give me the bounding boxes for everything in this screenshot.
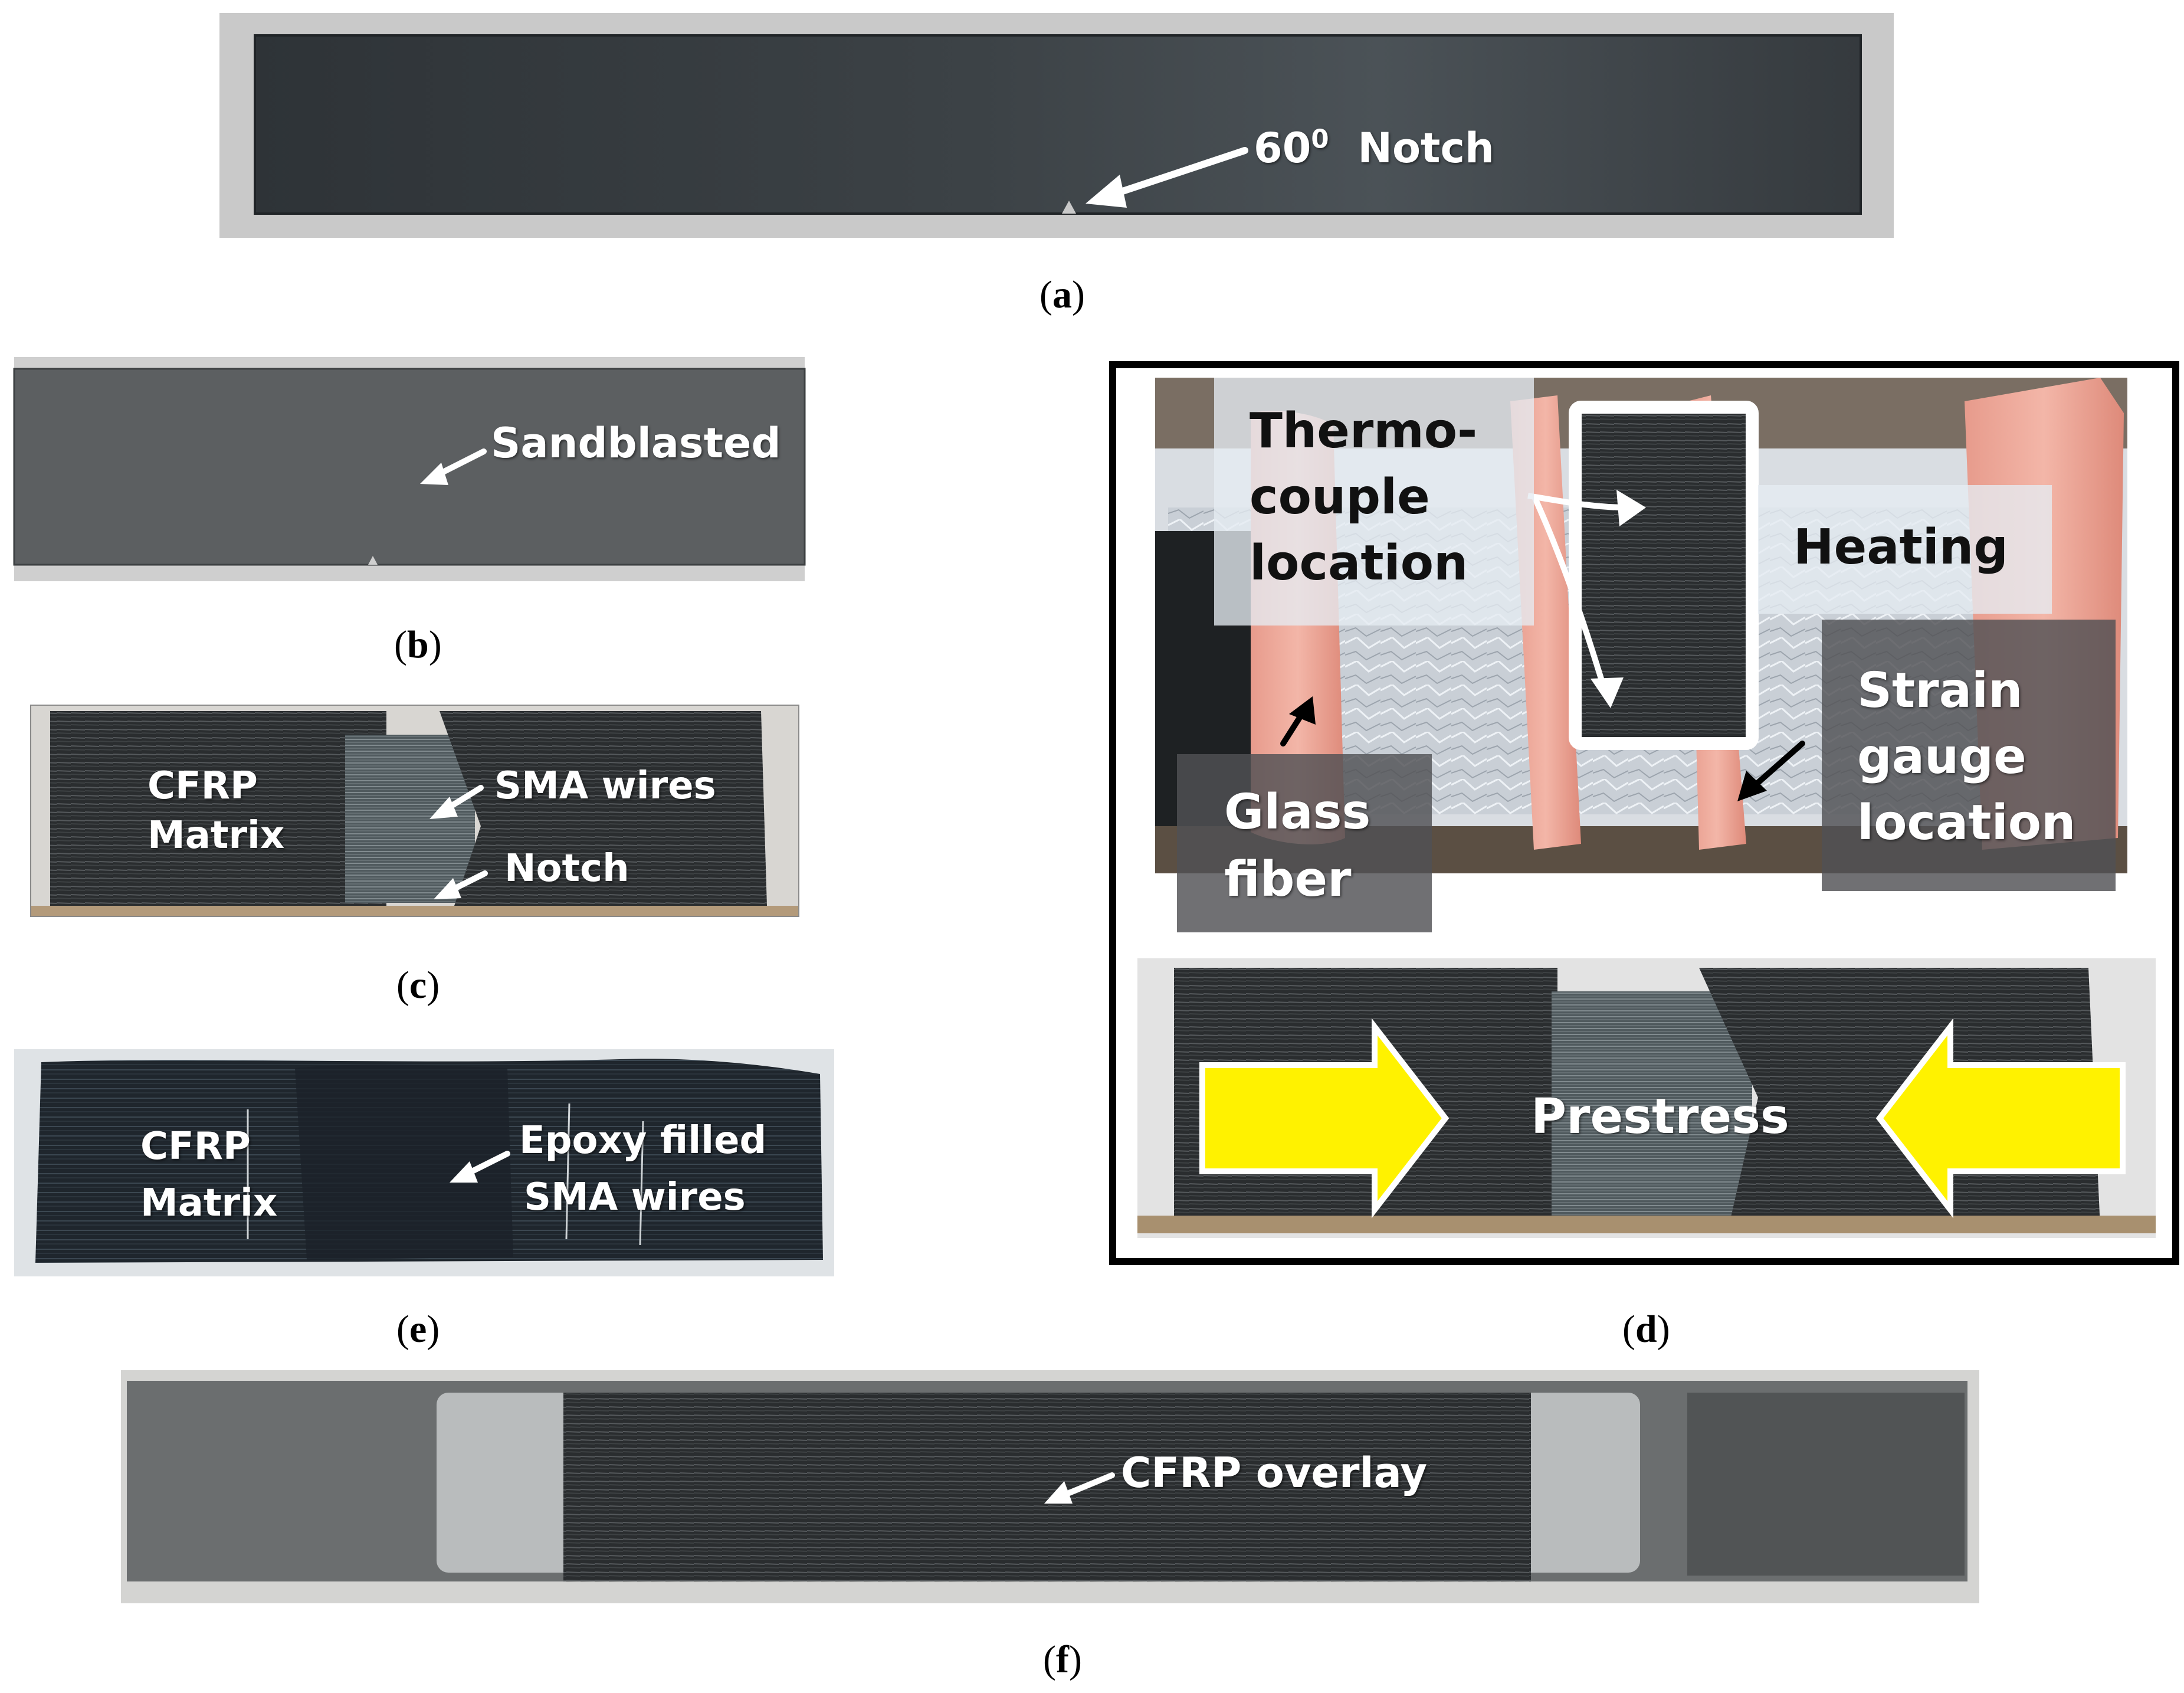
caption-b: (b)	[394, 623, 442, 666]
notch-arrow-a	[1086, 147, 1248, 208]
thermocouple-label-box	[1214, 378, 1534, 626]
panel-d-heating-label: Heating	[1793, 519, 2008, 575]
glass-fiber-label-box	[1177, 754, 1432, 932]
panel-e-photo	[14, 1049, 834, 1276]
caption-f: (f)	[1043, 1638, 1082, 1681]
panel-b-photo	[13, 357, 806, 581]
caption-d: (d)	[1622, 1308, 1670, 1351]
panel-f-photo	[121, 1370, 1979, 1603]
prestress-left-arrow	[1199, 1018, 1450, 1219]
panel-d-strain-gauge-label: Strain gauge location	[1857, 663, 2076, 851]
glass-fiber-arrow	[1280, 696, 1316, 746]
strain-gauge-label-box	[1822, 620, 2116, 891]
panel-c-photo	[30, 705, 799, 917]
overlay-arrow	[1044, 1472, 1115, 1504]
notch-arrow-c	[434, 870, 488, 899]
sandblasted-arrow	[420, 448, 487, 485]
panel-c-matrix-label: CFRP Matrix	[147, 764, 285, 857]
heating-label-box	[1758, 485, 2052, 614]
thermocouple-arrows	[1527, 490, 1646, 708]
prestress-right-arrow	[1875, 1018, 2126, 1219]
panel-d-glass-fiber-label: Glass fiber	[1224, 784, 1371, 908]
panel-e-matrix-label: CFRP Matrix	[140, 1125, 278, 1225]
panel-d-prestress-label: Prestress	[1531, 1089, 1789, 1145]
panel-b-sandblasted-label: Sandblasted	[491, 419, 781, 467]
epoxy-arrow	[450, 1151, 510, 1183]
caption-a: (a)	[1039, 273, 1085, 316]
strain-gauge-arrow	[1737, 741, 1805, 801]
panel-a-notch-label: 600 Notch	[1254, 124, 1494, 172]
panel-c-sma-label: SMA wires	[494, 764, 716, 808]
panel-f-overlay-label: CFRP overlay	[1121, 1449, 1428, 1497]
sma-arrow-c	[429, 785, 484, 819]
panel-d-thermocouple-label: Thermo- couple location	[1250, 403, 1478, 591]
panel-e-epoxy-label: Epoxy filled SMA wires	[519, 1119, 767, 1219]
caption-e: (e)	[396, 1308, 440, 1351]
panel-a-photo	[219, 13, 1894, 238]
panel-c-notch-label: Notch	[504, 847, 629, 890]
caption-c: (c)	[396, 964, 440, 1007]
